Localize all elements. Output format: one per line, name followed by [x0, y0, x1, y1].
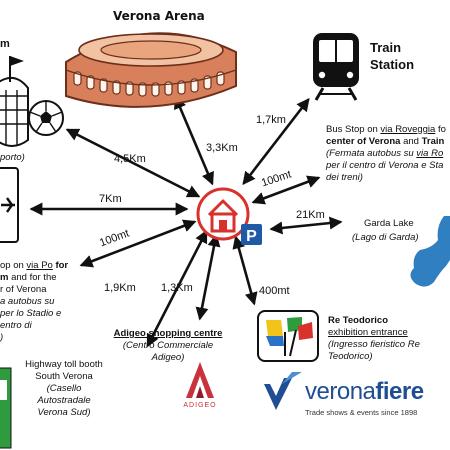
train-icon	[313, 33, 359, 101]
teodorico-sub1: (Ingresso fieristico Re	[328, 339, 420, 350]
stadium-icon	[0, 56, 29, 147]
teodorico-sub2: Teodorico)	[328, 351, 373, 362]
adigeo-sub2: Adigeo)	[151, 352, 185, 363]
arrow-adigeo	[195, 233, 221, 321]
stadium-label: m	[0, 38, 10, 50]
adigeo-info: Adigeo shopping centre (Centro Commercia…	[108, 328, 228, 364]
airport-distance: 7Km	[99, 193, 122, 205]
of-verona-text: r of Verona	[0, 284, 47, 295]
svg-text:P: P	[246, 228, 257, 245]
arrow-bus-roveggia	[251, 175, 321, 205]
highway-info: Highway toll booth South Verona (Casello…	[14, 359, 114, 419]
train-label-line1: Train	[370, 40, 402, 55]
via-roveggia-link[interactable]: via Roveggia	[380, 124, 436, 135]
train-label: Train Station	[370, 39, 414, 73]
per-centro-text: per il centro di Verona e Sta	[326, 160, 444, 171]
brand-fiere: fiere	[375, 378, 424, 405]
highway-sign-icon	[0, 367, 12, 449]
lake-label: Garda Lake	[364, 218, 414, 229]
adigeo-logo	[180, 360, 220, 400]
train-distance: 1,7km	[256, 114, 286, 126]
entro-text: entro di	[0, 320, 32, 331]
adigeo-distance: 1,3Km	[161, 282, 193, 294]
close-paren-text: )	[0, 332, 4, 343]
arena-label: Verona Arena	[113, 9, 205, 23]
teodorico-entrance-link[interactable]: exhibition entrance	[328, 327, 408, 338]
lake-sub: (Lago di Garda)	[352, 232, 419, 243]
adigeo-logo-text: ADIGEO	[183, 402, 217, 409]
arrow-bus-po	[79, 219, 197, 268]
bus-roveggia-info: Bus Stop on via Roveggia fo center of Ve…	[326, 124, 450, 184]
teodorico-info: Re Teodorico exhibition entrance (Ingres…	[328, 315, 450, 363]
lake-distance: 21Km	[296, 209, 325, 221]
autobus-text: a autobus su	[0, 296, 55, 307]
parking-icon: P	[241, 224, 262, 245]
teodorico-title: Re Teodorico	[328, 315, 388, 326]
arena-distance: 3,3Km	[206, 142, 238, 154]
veronafiere-logo-icon	[264, 372, 302, 410]
stadium-bold-text: m	[0, 272, 9, 283]
for-text: for	[52, 260, 69, 271]
soccer-ball-icon	[28, 100, 64, 136]
via-po-link[interactable]: via Po	[26, 260, 53, 271]
arrow-teodorico	[232, 235, 258, 306]
per-stadio-text: per lo Stadio e	[0, 308, 62, 319]
adigeo-sub1: (Centro Commerciale	[122, 340, 214, 351]
center-verona-text: center of Verona	[326, 136, 401, 147]
stadium-sub: porto)	[0, 152, 25, 163]
adigeo-title[interactable]: Adigeo shopping centre	[113, 328, 223, 339]
bus-roveggia-text: Bus Stop on	[326, 124, 381, 135]
stadium-distance: 4,5Km	[114, 153, 146, 165]
arrow-train	[242, 97, 310, 186]
highway-line1: Highway toll booth	[25, 359, 103, 370]
train-text: Train	[421, 136, 445, 147]
brand-verona: verona	[305, 378, 376, 405]
highway-distance: 1,9Km	[104, 282, 136, 294]
teodorico-flags-icon	[257, 310, 319, 362]
airplane-icon	[0, 167, 19, 243]
veronafiere-brand: veronafiere	[305, 378, 424, 406]
bus-po-text: op on	[0, 260, 27, 271]
arrow-stadium	[65, 128, 201, 198]
and-for-text: and for the	[8, 272, 57, 283]
arrow-arena	[174, 95, 214, 186]
highway-sub3: Verona Sud)	[37, 407, 91, 418]
and-text: and	[400, 136, 422, 147]
dei-treni-text: dei treni)	[326, 172, 363, 183]
highway-sub2: Autostradale	[37, 395, 91, 406]
arrow-lake	[269, 216, 343, 235]
lake-garda-icon	[410, 216, 450, 287]
highway-line2: South Verona	[35, 371, 93, 382]
house-icon	[196, 187, 250, 241]
fermata-text: (Fermata autobus su	[326, 148, 417, 159]
via-ro-link[interactable]: via Ro	[416, 148, 444, 159]
highway-sub1: (Casello	[46, 383, 82, 394]
teodorico-distance: 400mt	[259, 285, 290, 297]
train-label-line2: Station	[370, 57, 415, 72]
bus-roveggia-text-end: fo	[435, 124, 446, 135]
arena-icon	[65, 32, 237, 108]
bus-po-info: op on via Po for m and for the r of Vero…	[0, 260, 80, 344]
veronafiere-tagline: Trade shows & events since 1898	[305, 408, 418, 417]
